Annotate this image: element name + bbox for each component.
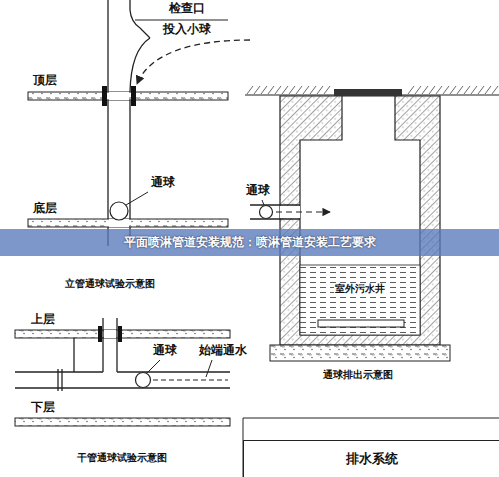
ball-catch-net xyxy=(318,320,404,327)
water-body xyxy=(300,265,420,335)
branch-pipe xyxy=(102,318,103,372)
pipe-sleeve xyxy=(118,326,122,342)
node-text: 排水系统 xyxy=(346,450,398,468)
test-ball xyxy=(136,373,151,388)
riser-pipe xyxy=(140,28,150,38)
title-cell: 排水系统 xyxy=(243,440,499,477)
floor-slab xyxy=(15,418,230,426)
pipe-sleeve xyxy=(102,86,136,106)
main-pipe xyxy=(57,369,58,391)
well-wall xyxy=(280,96,440,345)
leader-line xyxy=(135,20,228,21)
pipe-sleeve xyxy=(98,326,102,342)
riser-pipe xyxy=(130,38,150,92)
ground-hatching xyxy=(429,86,435,94)
ground-hatching xyxy=(261,86,267,94)
part-label: 室外污水井 xyxy=(334,283,386,295)
ground-hatching xyxy=(457,86,463,94)
floor-slab xyxy=(28,219,228,227)
riser-pipe xyxy=(108,0,150,246)
ground-hatching xyxy=(422,86,428,94)
figure-caption: 立管通球试验示意图 xyxy=(64,278,156,290)
figure-caption: 通球排出示意图 xyxy=(322,369,394,381)
ground-hatching xyxy=(408,86,414,94)
leader-line xyxy=(147,360,212,377)
ground-hatching xyxy=(247,86,253,94)
riser-pipe xyxy=(107,0,108,246)
ground-hatching xyxy=(310,86,316,94)
ground-hatching xyxy=(317,86,323,94)
floor-slab xyxy=(28,92,228,100)
callout-label: 通球 xyxy=(150,176,176,190)
floor-label: 顶层 xyxy=(32,74,58,88)
figure-caption: 干管通球试验示意图 xyxy=(76,452,168,464)
frame-line xyxy=(243,418,499,419)
ground-hatching xyxy=(324,86,330,94)
main-pipe xyxy=(73,338,74,372)
inlet-pipe xyxy=(250,205,300,219)
callout-label: 通球 xyxy=(245,184,271,198)
ground-hatching xyxy=(303,86,309,94)
ground-hatching xyxy=(296,86,302,94)
inlet-pipe xyxy=(250,218,300,219)
ball-path-arrow xyxy=(137,40,250,84)
branch-pipe xyxy=(116,318,117,372)
main-pipe xyxy=(15,371,103,372)
well-base xyxy=(270,345,450,361)
node-text: 平面喷淋管道安装规范：喷淋管道安装工艺要求 xyxy=(124,234,376,251)
callout-label: 检查口 xyxy=(168,2,206,16)
floor-slab xyxy=(28,92,228,227)
ground-hatching xyxy=(471,86,477,94)
ground-hatching xyxy=(289,86,295,94)
ground-hatching xyxy=(275,86,281,94)
test-ball xyxy=(110,202,128,220)
frame-line xyxy=(243,418,499,477)
main-pipe xyxy=(15,387,230,388)
ball-path-arrow xyxy=(276,211,330,212)
test-ball xyxy=(260,206,273,219)
water-flow-line xyxy=(153,380,228,381)
pipe-sleeve xyxy=(131,86,136,106)
ground-hatching xyxy=(464,86,470,94)
ground-hatching xyxy=(450,86,456,94)
floor-label: 底层 xyxy=(32,202,58,216)
ground-hatching xyxy=(443,86,449,94)
inlet-pipe xyxy=(250,204,300,205)
ground-hatching xyxy=(485,86,491,94)
riser-pipe-gap xyxy=(109,92,129,100)
pipe-sleeve xyxy=(102,86,107,106)
leader-line xyxy=(135,20,228,21)
ground-hatching xyxy=(268,86,274,94)
callout-label: 通球 xyxy=(152,344,178,358)
floor-label: 下层 xyxy=(30,401,56,415)
callout-label: 投入小球 xyxy=(162,23,212,37)
ground-hatching xyxy=(492,86,498,94)
riser-pipe xyxy=(130,0,140,28)
ground-hatching xyxy=(478,86,484,94)
callout-label: 始端通水 xyxy=(198,344,248,358)
ground-hatching xyxy=(254,86,260,94)
ground-hatching xyxy=(415,86,421,94)
pipe-sleeve xyxy=(98,326,122,342)
main-pipe xyxy=(117,371,230,372)
floor-label: 上层 xyxy=(30,313,56,327)
leader-line xyxy=(262,200,264,205)
watermark-band: 平面喷淋管道安装规范：喷淋管道安装工艺要求 xyxy=(0,229,499,256)
branch-pipe-gap xyxy=(104,330,116,338)
floor-slab xyxy=(15,330,230,338)
ground-hatching xyxy=(282,86,288,94)
main-pipe xyxy=(61,369,62,391)
leader-line xyxy=(206,360,212,377)
ground-hatching xyxy=(436,86,442,94)
manhole-cover xyxy=(334,89,402,96)
leader-line xyxy=(126,192,148,205)
leader-line xyxy=(147,360,160,373)
branch-pipe xyxy=(103,318,117,372)
